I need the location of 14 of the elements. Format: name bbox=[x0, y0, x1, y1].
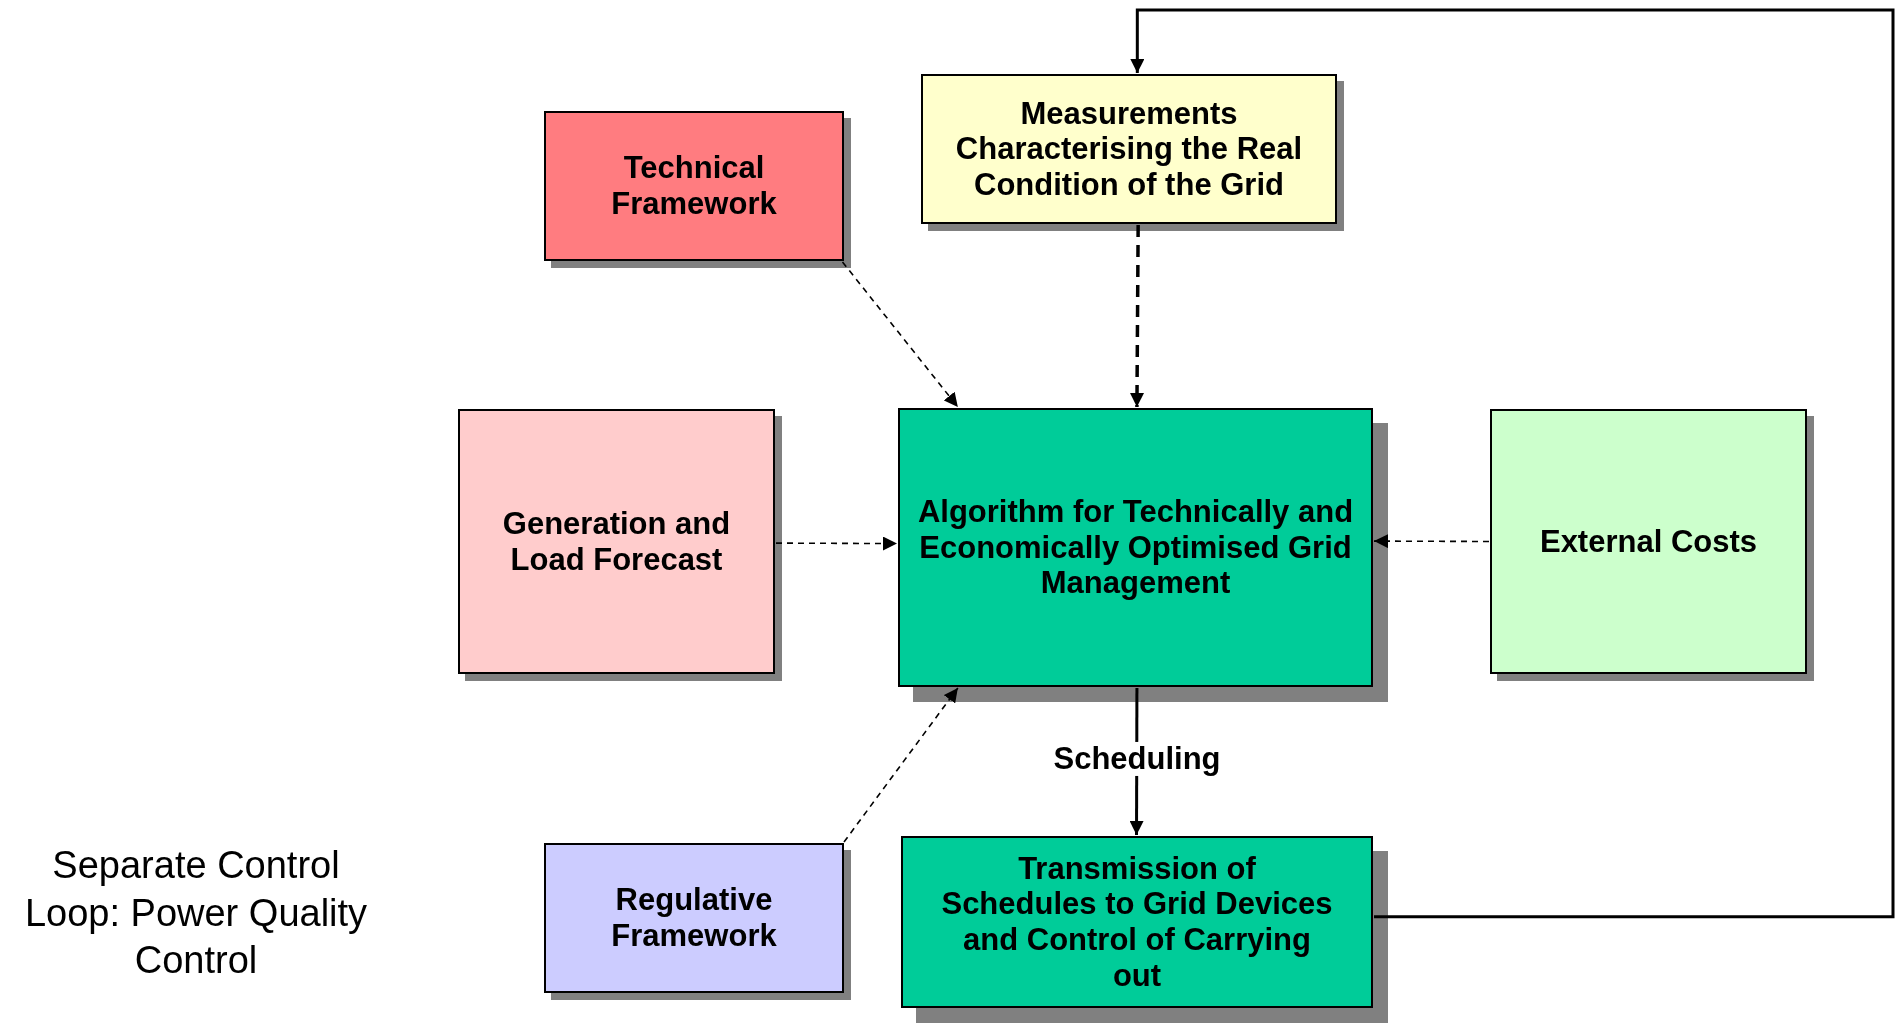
arrow bbox=[843, 687, 959, 843]
note-text: Separate Control Loop: Power Quality Control bbox=[23, 843, 369, 983]
box-label: Transmission of Schedules to Grid Devices and Control of Carrying out bbox=[940, 850, 1334, 994]
arrow bbox=[1130, 8, 1895, 919]
box-label: Generation and Load Forecast bbox=[501, 505, 732, 578]
arrow bbox=[841, 261, 959, 408]
arrow bbox=[775, 536, 898, 551]
box-label: Regulative Framework bbox=[610, 882, 778, 954]
arrow bbox=[1373, 534, 1490, 549]
box-label: Measurements Characterising the Real Condition of the Grid bbox=[954, 95, 1304, 203]
arrow bbox=[1130, 225, 1144, 407]
box-label: Algorithm for Technically and Economically Optimised Grid Management bbox=[916, 494, 1355, 601]
box-label: Technical Framework bbox=[610, 150, 778, 222]
box-label: External Costs bbox=[1539, 523, 1758, 560]
